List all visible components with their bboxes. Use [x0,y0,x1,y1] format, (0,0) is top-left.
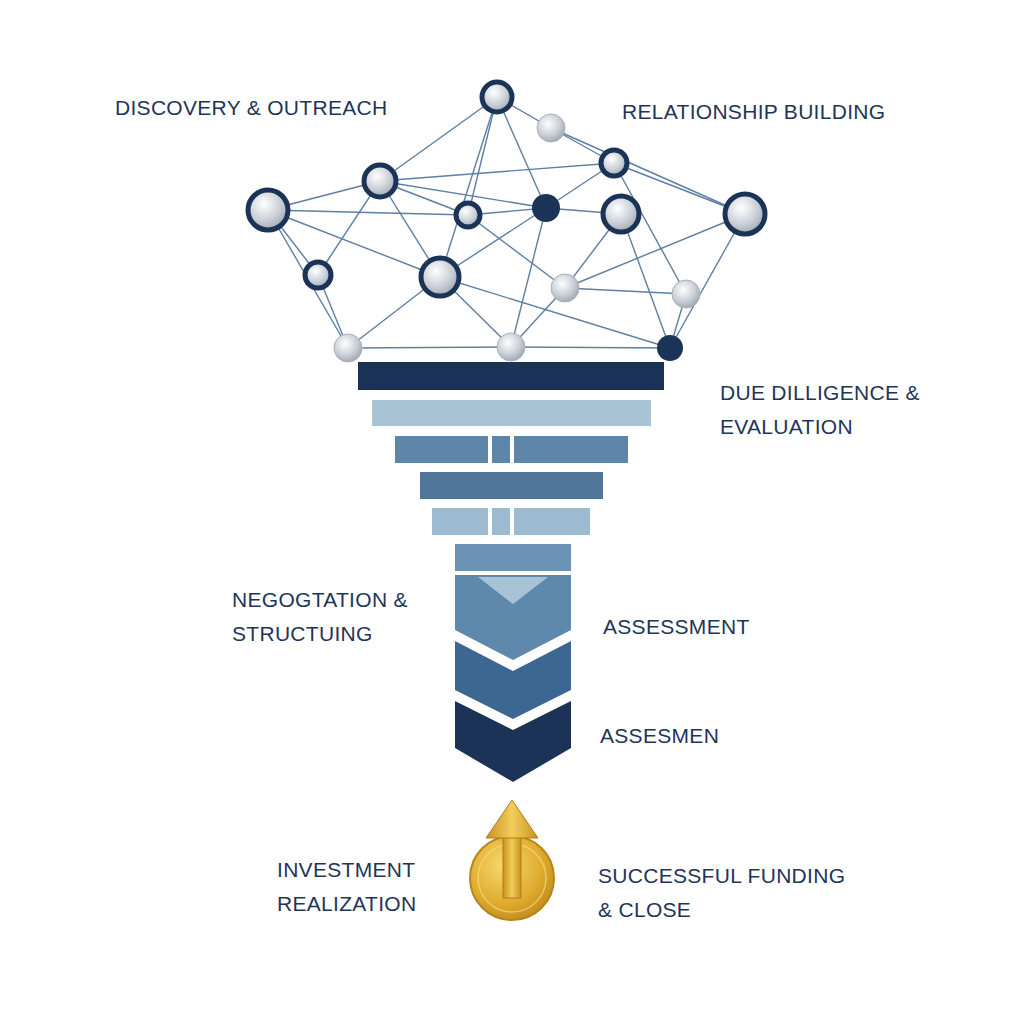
network-link-shape [511,208,546,347]
shape [510,508,514,535]
network-pearls [334,114,700,362]
stage-label: NEGOGTATION & STRUCTUING [232,583,414,651]
network-pearl-shape [551,274,579,302]
network-pearl-shape [537,114,565,142]
stage-label: DISCOVERY & OUTREACH [115,91,387,125]
network-hub-shape [421,258,459,296]
network-pearl-shape [672,280,700,308]
network-hub-shape [725,194,765,234]
shape [510,436,514,463]
network-hub-shape [601,150,627,176]
funnel-bar-shape [395,436,628,463]
network-hub-shape [603,196,639,232]
network-link-shape [268,210,348,348]
network-link-shape [670,214,745,348]
funnel-chevron-shape [455,701,571,782]
network-dots [532,194,683,361]
network-link-shape [268,210,468,215]
funnel-bar-shape [420,472,603,499]
gold-arrow-shape [486,800,538,838]
network-link-shape [551,128,745,214]
funnel-bar-shape [432,508,590,535]
network-hub-shape [305,262,331,288]
funnel-chevron-shape [478,577,548,604]
network-hub-shape [248,190,288,230]
funnel-bar-shape [455,544,571,571]
network-link-shape [621,214,670,348]
stage-label: DUE DILLIGENCE & EVALUATION [720,376,950,444]
funnel-bar-shape [358,362,664,390]
network-hub-shape [364,165,396,197]
network-link-shape [511,347,670,348]
funnel-chevrons [455,575,571,782]
network-link-shape [440,97,497,277]
network-link-shape [468,215,565,288]
stage-label: ASSESSMENT [603,610,750,644]
stage-label: RELATIONSHIP BUILDING [622,95,885,129]
funnel-chevron-shape [455,641,571,719]
funnel-bars [358,362,664,571]
network-link-shape [565,288,686,294]
funnel-bar-shape [372,400,651,426]
network-links [268,97,745,348]
network-link-shape [348,347,511,348]
network-link-shape [565,214,745,288]
network-pearl-shape [497,333,525,361]
funnel-chevron-shape [455,575,571,660]
network-hub-shape [482,82,512,112]
network-hub-shape [456,203,480,227]
gold-arrow [486,800,538,898]
network-link-shape [497,97,546,208]
network-dot-shape [532,194,560,222]
shape [488,436,492,463]
network-pearl-shape [334,334,362,362]
network-link-shape [380,163,614,181]
gold-arrow-shape [503,834,521,898]
stage-label: ASSESMEN [600,719,719,753]
stage-label: SUCCESSFUL FUNDING & CLOSE [598,859,848,927]
stage-label: INVESTMENT REALIZATION [277,853,437,921]
shape [488,508,492,535]
network-dot-shape [657,335,683,361]
